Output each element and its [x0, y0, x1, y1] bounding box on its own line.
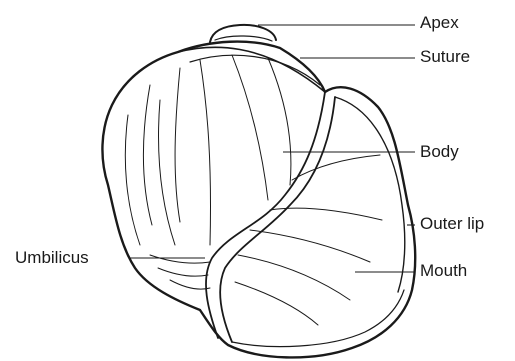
mouth-line [235, 282, 318, 325]
columella-left [206, 92, 325, 338]
growth-line [125, 115, 140, 245]
umbilicus-ridge [150, 255, 210, 263]
label-apex: Apex [420, 13, 459, 33]
label-suture: Suture [420, 47, 470, 67]
label-umbilicus: Umbilicus [15, 248, 89, 268]
growth-line [144, 85, 153, 225]
suture-line-inner [190, 55, 320, 85]
apex-inner-line [215, 36, 272, 41]
columella-right [220, 97, 335, 342]
growth-line [200, 60, 211, 245]
suture-line-outer [178, 47, 325, 92]
label-mouth: Mouth [420, 261, 467, 281]
growth-line [159, 100, 175, 245]
label-outer-lip: Outer lip [420, 214, 484, 234]
lower-lip-rim [232, 290, 404, 347]
umbilicus-ridge [158, 268, 208, 276]
umbilicus-ridge [170, 280, 210, 289]
mouth-line [270, 208, 382, 220]
label-body: Body [420, 142, 459, 162]
mouth-line [292, 155, 380, 180]
growth-line [268, 58, 291, 185]
growth-line [175, 68, 180, 222]
growth-line [232, 55, 268, 200]
mouth-line [250, 230, 370, 262]
mouth-line [238, 255, 350, 300]
outer-lip-rim [335, 97, 405, 292]
